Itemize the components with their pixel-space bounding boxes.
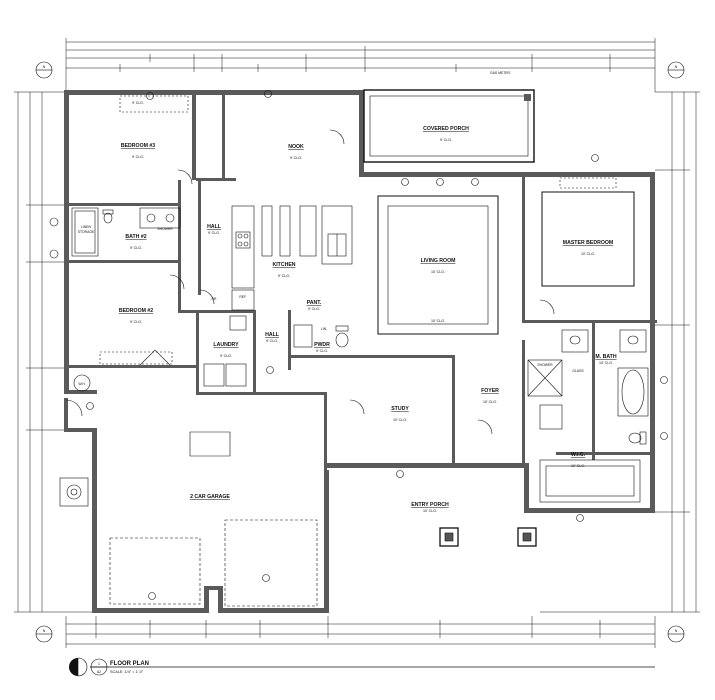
svg-text:N: N xyxy=(43,629,46,633)
svg-text:9' CLG.: 9' CLG. xyxy=(290,156,302,160)
room-powder: PWDR 9' CLG. xyxy=(314,342,330,353)
room-study: STUDY 10' CLG. xyxy=(391,406,409,422)
closet-note: 9' CLG. xyxy=(132,101,143,105)
linen-label-2: LIN. xyxy=(321,327,327,331)
top-dimension-strings xyxy=(65,38,656,92)
svg-text:10' CLG.: 10' CLG. xyxy=(431,270,445,274)
north-arrow-top-right: N xyxy=(667,61,685,79)
room-master-bath: M. BATH 10' CLG. xyxy=(595,354,616,365)
linen-label: LINEN xyxy=(81,225,92,229)
svg-text:9' CLG.: 9' CLG. xyxy=(220,354,232,358)
room-foyer: FOYER 10' CLG. xyxy=(481,388,499,404)
water-heater-label: W.H. xyxy=(78,382,85,386)
callout-bubbles xyxy=(49,90,668,600)
svg-text:LIVING ROOM: LIVING ROOM xyxy=(421,258,456,264)
room-bath2: BATH #2 9' CLG. xyxy=(125,234,146,250)
svg-text:10' CLG.: 10' CLG. xyxy=(599,361,613,365)
svg-text:BEDROOM #2: BEDROOM #2 xyxy=(119,308,153,314)
svg-text:9' CLG.: 9' CLG. xyxy=(132,155,144,159)
svg-text:9' CLG.: 9' CLG. xyxy=(208,231,220,235)
svg-text:M. BATH: M. BATH xyxy=(595,354,616,360)
bottom-dimension-strings xyxy=(65,616,656,648)
north-arrow-top-left: N xyxy=(35,61,53,79)
svg-text:9' CLG.: 9' CLG. xyxy=(130,320,142,324)
room-master-bedroom: MASTER BEDROOM 10' CLG. xyxy=(563,240,613,256)
svg-text:HALL: HALL xyxy=(207,224,222,230)
gas-meter-note: GAS METER xyxy=(490,71,511,75)
room-nook: NOOK 9' CLG. xyxy=(288,144,304,160)
glass-label: GLASS xyxy=(572,369,584,373)
svg-text:N: N xyxy=(43,65,46,69)
svg-text:LAUNDRY: LAUNDRY xyxy=(213,342,239,348)
sheet-number: A2 xyxy=(97,670,101,674)
drawing-scale: SCALE: 1/4" = 1'-0" xyxy=(110,670,144,674)
room-pantry: PANT. 9' CLG. xyxy=(307,300,322,311)
svg-text:10' CLG.: 10' CLG. xyxy=(423,509,437,513)
svg-text:10' CLG.: 10' CLG. xyxy=(431,319,445,323)
svg-text:N: N xyxy=(675,65,678,69)
svg-text:2 CAR GARAGE: 2 CAR GARAGE xyxy=(190,494,230,500)
svg-text:COVERED PORCH: COVERED PORCH xyxy=(423,126,469,132)
shower-label: SHOWER xyxy=(157,227,173,231)
room-bedroom2: BEDROOM #2 9' CLG. xyxy=(119,308,153,324)
svg-text:PWDR: PWDR xyxy=(314,342,330,348)
room-garage: 2 CAR GARAGE xyxy=(190,494,230,500)
ref-label: REF. xyxy=(239,295,246,299)
room-covered-porch: COVERED PORCH 9' CLG. xyxy=(423,126,469,142)
svg-text:W.I.C.: W.I.C. xyxy=(571,452,586,458)
title-block: 1 A2 FLOOR PLAN SCALE: 1/4" = 1'-0" xyxy=(69,657,655,677)
svg-text:10' CLG.: 10' CLG. xyxy=(571,464,585,468)
covered-porch-outline xyxy=(363,89,535,163)
svg-text:10' CLG.: 10' CLG. xyxy=(393,418,407,422)
svg-text:9' CLG.: 9' CLG. xyxy=(316,349,328,353)
svg-text:10' CLG.: 10' CLG. xyxy=(483,400,497,404)
room-wic: W.I.C. 10' CLG. xyxy=(571,452,586,468)
room-living: LIVING ROOM 10' CLG. 10' CLG. xyxy=(421,258,456,323)
plan-notes: 9' CLG. W.H. LINEN STORAGE SHOWER GLASS … xyxy=(78,71,585,386)
room-hall: HALL 9' CLG. xyxy=(207,224,222,235)
left-dimension-strings xyxy=(14,91,96,613)
drawing-number: 1 xyxy=(98,662,100,666)
drawing-title: FLOOR PLAN xyxy=(110,661,149,667)
svg-text:9' CLG.: 9' CLG. xyxy=(130,246,142,250)
svg-text:HALL: HALL xyxy=(265,332,280,338)
svg-text:BEDROOM #3: BEDROOM #3 xyxy=(121,143,155,149)
svg-text:10' CLG.: 10' CLG. xyxy=(581,252,595,256)
room-entry-porch: ENTRY PORCH 10' CLG. xyxy=(411,502,449,513)
svg-text:9' CLG.: 9' CLG. xyxy=(308,307,320,311)
storage-label: STORAGE xyxy=(78,230,95,234)
svg-text:STUDY: STUDY xyxy=(391,406,409,412)
room-kitchen: KITCHEN 9' CLG. xyxy=(272,262,295,278)
svg-text:9' CLG.: 9' CLG. xyxy=(278,274,290,278)
svg-text:9' CLG.: 9' CLG. xyxy=(266,339,278,343)
room-hall-2: HALL 9' CLG. xyxy=(265,332,280,343)
svg-text:BATH #2: BATH #2 xyxy=(125,234,146,240)
north-arrow-bottom-right: N xyxy=(667,625,685,643)
dryer-label: DR xyxy=(212,297,217,301)
room-labels: BEDROOM #3 9' CLG. BATH #2 9' CLG. BEDRO… xyxy=(119,126,617,513)
svg-text:FOYER: FOYER xyxy=(481,388,499,394)
svg-text:KITCHEN: KITCHEN xyxy=(272,262,295,268)
fixtures xyxy=(59,95,649,607)
right-dimension-strings xyxy=(540,91,700,613)
room-bedroom3: BEDROOM #3 9' CLG. xyxy=(121,143,155,159)
room-laundry: LAUNDRY 9' CLG. xyxy=(213,342,239,358)
north-arrow-bottom-left: N xyxy=(35,625,53,643)
svg-text:MASTER BEDROOM: MASTER BEDROOM xyxy=(563,240,613,246)
svg-text:9' CLG.: 9' CLG. xyxy=(440,138,452,142)
interior-walls xyxy=(69,95,657,470)
svg-text:PANT.: PANT. xyxy=(307,300,322,306)
svg-text:ENTRY PORCH: ENTRY PORCH xyxy=(411,502,449,508)
exterior-walls xyxy=(64,90,655,613)
svg-text:N: N xyxy=(675,629,678,633)
svg-text:NOOK: NOOK xyxy=(288,144,304,150)
master-shower-label: SHOWER xyxy=(537,363,553,367)
